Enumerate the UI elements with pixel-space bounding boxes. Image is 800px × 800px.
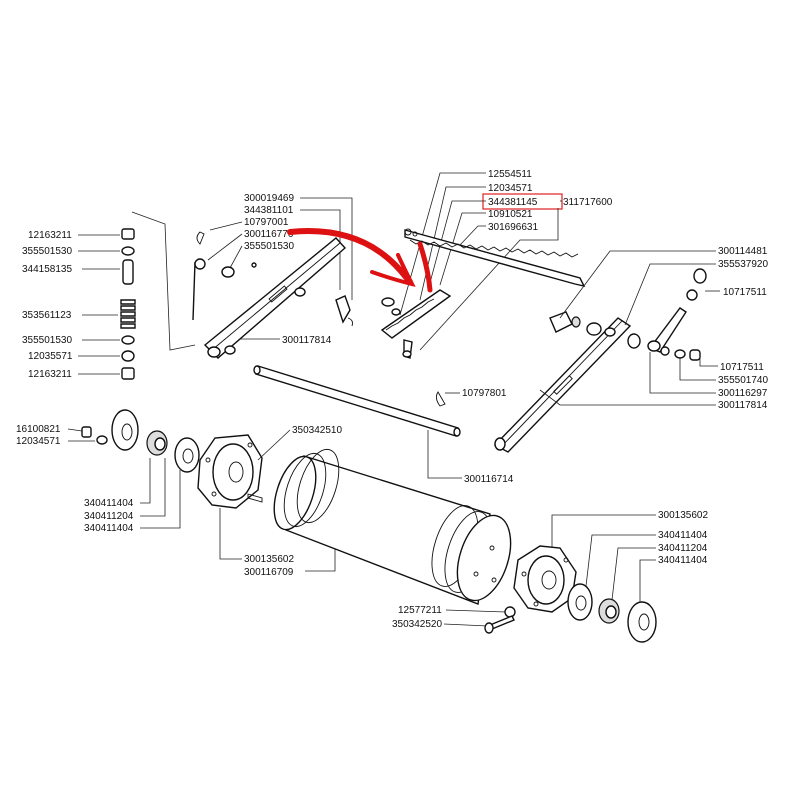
part-number-label: 12554511 [488,169,532,180]
part-number-label: 12163211 [28,369,72,380]
red-arrows [287,228,433,293]
part-number-label: 344158135 [22,264,72,275]
part-number-label: 340411404 [658,530,708,541]
left-flange: 350342510 300135602 300116709 [197,425,342,578]
right-arm [493,268,707,453]
part-number-label: 300114481 [718,246,768,257]
washer [121,246,135,256]
part-number-label: 300117814 [282,335,332,346]
part-number-label: 10797001 [244,217,289,228]
part-number-label: 300135602 [244,554,294,565]
part-number-label: 350342520 [392,619,442,630]
part-number-label: 12034571 [16,436,61,447]
part-number-label: 10717511 [720,362,764,373]
part-number-label: 355537920 [718,259,768,270]
part-number-label: 12034571 [488,183,533,194]
part-number-label: 300116709 [244,567,294,578]
pin [122,259,134,285]
part-number-label: 12035571 [28,351,73,362]
part-number-label: 300116297 [718,388,768,399]
part-number-label: 300019469 [244,193,294,204]
knife-bar [404,228,586,288]
part-number-label: 10797801 [462,388,507,399]
right-bearing-group: 300135602 340411404 340411204 340411404 [513,510,708,643]
right-callouts: 300114481 355537920 10717511 10717511 35… [539,246,768,411]
left-arm [192,231,346,359]
nut [121,228,135,240]
part-number-label: 300135602 [658,510,708,521]
bottom-bolt: 12577211 350342520 [392,605,516,634]
part-number-label: 340411404 [84,498,134,509]
nut [121,367,135,380]
drum [273,448,512,605]
spring [120,299,136,329]
center-mechanism [335,289,452,359]
left-column-callouts: 12163211 355501530 344158135 353561123 3… [22,211,196,380]
part-number-label: 10910521 [488,209,533,220]
part-number-label: 350342510 [292,425,342,436]
main-shaft: 10797801 300116714 [253,365,514,485]
top-center-callouts: 12554511 12034571 344381145 311717600 10… [399,169,613,351]
part-number-label: 12577211 [398,605,442,616]
part-number-label: 301696631 [488,222,538,233]
part-number-label: 16100821 [16,424,61,435]
part-number-label: 355501530 [244,241,294,252]
part-number-label: 355501530 [22,335,72,346]
part-number-label: 340411404 [658,555,708,566]
part-number-label: 355501740 [718,375,768,386]
part-number-label: 344381101 [244,205,294,216]
part-number-label: 311717600 [563,197,613,208]
washer [121,335,135,345]
upper-left-callouts: 300019469 344381101 10797001 300116776 3… [207,193,353,346]
part-number-label: 340411204 [658,543,708,554]
part-number-label: 300117814 [718,400,768,411]
part-number-label: 353561123 [22,310,72,321]
part-number-label: 300116776 [244,229,294,240]
highlight-box [482,193,563,210]
part-number-label: 340411404 [84,523,134,534]
part-number-label: 12163211 [28,230,72,241]
part-number-label: 10717511 [723,287,767,298]
part-number-label: 355501530 [22,246,72,257]
part-number-label: 340411204 [84,511,134,522]
part-number-label: 344381145 [488,197,538,208]
washer [121,350,135,362]
left-bearing-group: 16100821 12034571 340411404 340411204 34… [16,409,200,534]
part-number-label: 300116714 [464,474,514,485]
